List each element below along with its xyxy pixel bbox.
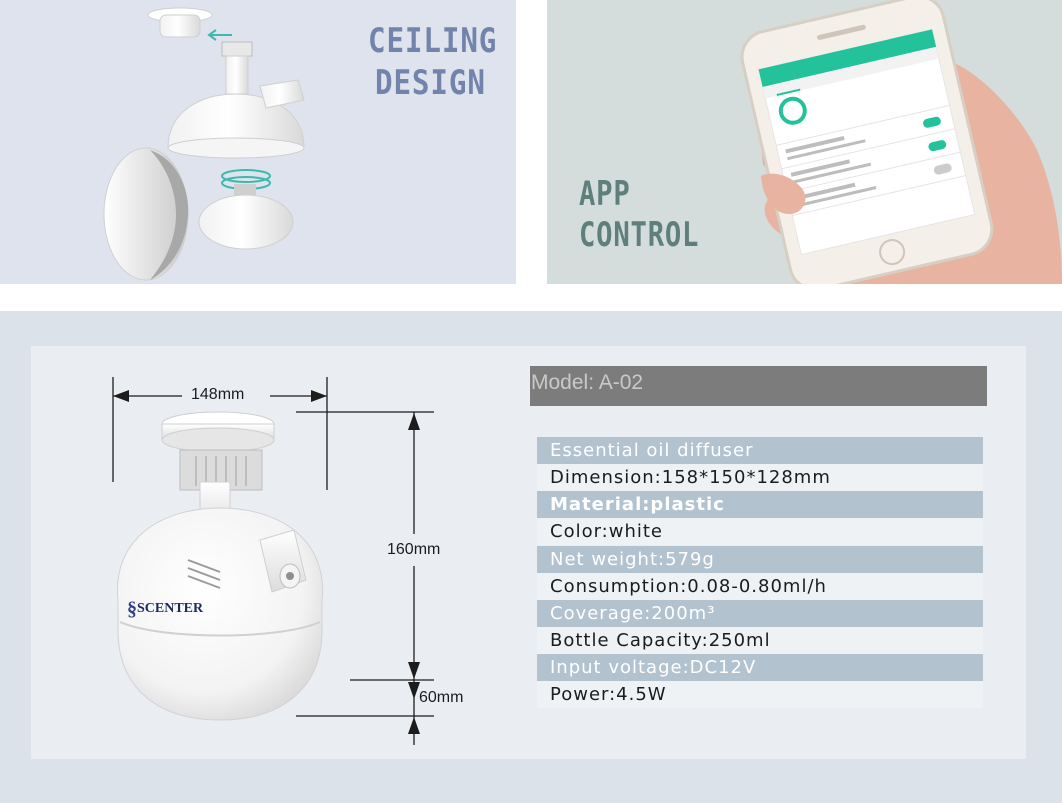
spec-text: Color:white: [550, 521, 664, 542]
spec-text: Power:4.5W: [550, 684, 667, 705]
spec-row: Power:4.5W: [537, 681, 983, 708]
schedule-toggle-1: [923, 116, 941, 128]
insert-arrow-icon: [207, 29, 232, 41]
brand-logo-mark: §: [127, 598, 137, 620]
diffuser-dome: [167, 79, 305, 159]
width-dimension-label: 148mm: [191, 386, 245, 403]
model-label: Model: A-02: [531, 371, 644, 394]
thumb: [761, 173, 806, 214]
app-level-gauge: [778, 96, 807, 125]
spec-row: Coverage:200m³: [537, 600, 983, 627]
spec-row: Color:white: [537, 518, 983, 545]
app-headline-line1: APP: [579, 174, 631, 214]
spec-text: Dimension:158*150*128mm: [550, 467, 831, 488]
mount-neck: [221, 41, 253, 95]
app-control-panel: APP CONTROL: [547, 0, 1062, 284]
schedule-toggle-3: [933, 163, 952, 175]
spec-row: Net weight:579g: [537, 546, 983, 573]
base-dimension-label: 60mm: [419, 689, 464, 706]
oil-bottle: [198, 184, 294, 250]
spec-text: Coverage:200m³: [550, 603, 716, 624]
ceiling-headline-line2: DESIGN: [375, 63, 486, 103]
spec-row: Material:plastic: [537, 491, 983, 518]
spec-text: Input voltage:DC12V: [550, 657, 757, 678]
app-header-bar: [758, 29, 937, 87]
spec-row: Dimension:158*150*128mm: [537, 464, 983, 491]
height-dimension-label: 160mm: [387, 541, 441, 558]
spec-row: Bottle Capacity:250ml: [537, 627, 983, 654]
spec-text: Net weight:579g: [550, 549, 715, 570]
spec-row: Consumption:0.08-0.80ml/h: [537, 573, 983, 600]
schedule-toggle-2: [928, 140, 947, 152]
spec-text: Consumption:0.08-0.80ml/h: [550, 576, 827, 597]
spec-text: Bottle Capacity:250ml: [550, 630, 771, 651]
brand-logo: §SCENTER: [127, 598, 203, 621]
spec-text: Material:plastic: [550, 494, 725, 515]
ceiling-headline-line1: CEILING: [368, 21, 498, 61]
ceiling-diffuser-exploded-illustration: [103, 7, 305, 281]
spec-text: Essential oil diffuser: [550, 440, 754, 461]
diffuser-lower-shell: [103, 147, 189, 281]
model-bar: [530, 366, 987, 406]
ceiling-design-panel: CEILING DESIGN: [0, 0, 516, 284]
app-headline-line2: CONTROL: [579, 215, 700, 255]
spec-row: Essential oil diffuser: [537, 437, 983, 464]
brand-logo-text: SCENTER: [137, 601, 204, 616]
spec-row: Input voltage:DC12V: [537, 654, 983, 681]
smartphone: [740, 0, 994, 284]
ceiling-mount-plate: [147, 7, 213, 38]
hand-holding-phone-illustration: [740, 0, 1062, 284]
